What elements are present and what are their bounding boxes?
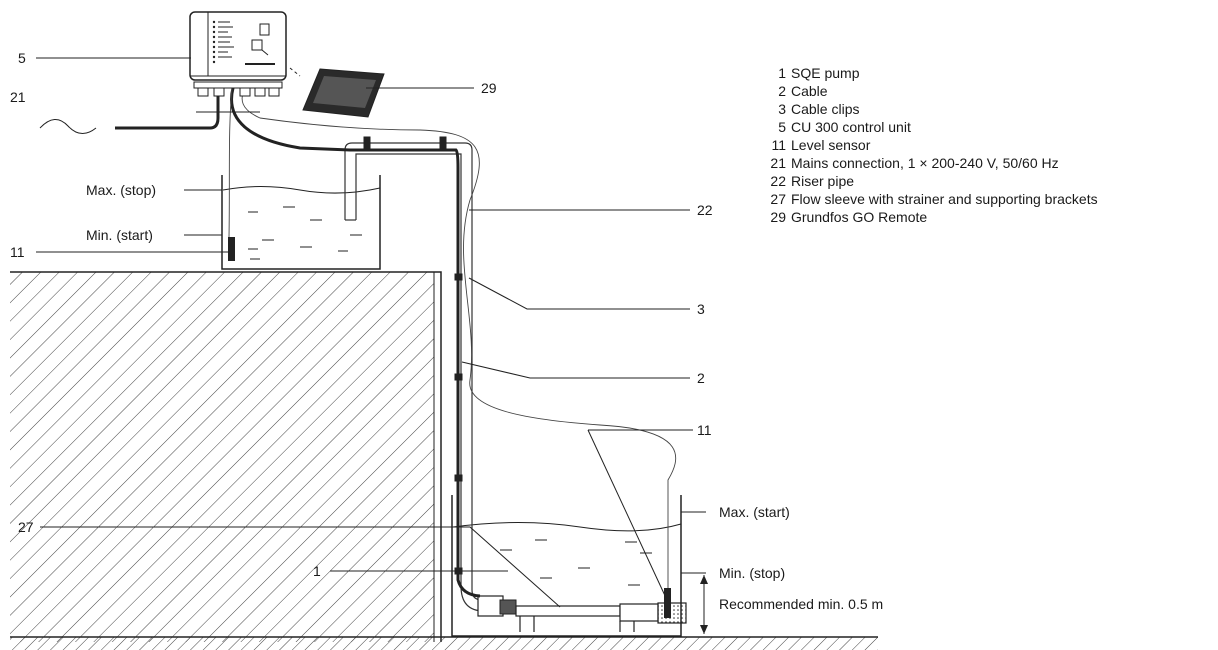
legend-text: Flow sleeve with strainer and supporting… [791,191,1098,207]
label-upper-max: Max. (stop) [86,182,156,198]
label-upper-min: Min. (start) [86,227,153,243]
sensor-cable [228,85,677,600]
legend-number: 29 [770,209,786,225]
legend-item: 1 SQE pump [760,64,1212,82]
legend-text: CU 300 control unit [791,119,911,135]
callout-1: 1 [313,563,321,579]
pump-assembly [477,595,687,632]
label-lower-max: Max. (start) [719,504,790,520]
cu300-control-unit [189,11,287,97]
lower-level-sensor [664,588,671,618]
legend-number: 22 [770,173,786,189]
legend-number: 21 [770,155,786,171]
legend-text: Cable clips [791,101,860,117]
callout-5: 5 [18,50,26,66]
legend-text: Mains connection, 1 × 200-240 V, 50/60 H… [791,155,1059,171]
legend-item: 22 Riser pipe [760,172,1212,190]
callout-29: 29 [481,80,497,96]
callout-11-lower: 11 [697,422,712,438]
pump-cable [230,87,481,598]
legend-item: 3 Cable clips [760,100,1212,118]
label-recommended-min: Recommended min. 0.5 m [719,596,883,612]
legend-item: 21 Mains connection, 1 × 200-240 V, 50/60… [760,154,1212,172]
callout-22: 22 [697,202,713,218]
legend-number: 2 [778,83,786,99]
dimension-arrow [700,575,708,634]
leader-lines [36,57,706,608]
callout-27: 27 [18,519,34,535]
callout-21: 21 [10,89,26,105]
legend-number: 11 [771,137,786,153]
legend-item: 2 Cable [760,82,1212,100]
legend-number: 5 [778,119,786,135]
callout-11-upper: 11 [10,244,25,260]
legend: 1 SQE pump 2 Cable 3 Cable clips 5 CU 300 co… [760,64,1212,226]
legend-number: 1 [778,65,786,81]
legend-number: 3 [778,101,786,117]
callout-2: 2 [697,370,705,386]
legend-text: Cable [791,83,828,99]
ground-floor [10,636,878,650]
legend-number: 27 [770,191,786,207]
legend-item: 11 Level sensor [760,136,1212,154]
legend-text: Riser pipe [791,173,855,189]
upper-tank [221,175,381,270]
mains-cable [39,88,260,134]
legend-text: Level sensor [791,137,871,153]
upper-level-sensor [228,237,235,261]
grundfos-go-remote [289,67,385,118]
legend-text: SQE pump [791,65,860,81]
legend-item: 5 CU 300 control unit [760,118,1212,136]
legend-item: 27 Flow sleeve with strainer and supporti… [760,190,1212,208]
legend-text: Grundfos GO Remote [791,209,928,225]
legend-item: 29 Grundfos GO Remote [760,208,1212,226]
label-lower-min: Min. (stop) [719,565,785,581]
ground-wall [10,271,442,642]
callout-3: 3 [697,301,705,317]
